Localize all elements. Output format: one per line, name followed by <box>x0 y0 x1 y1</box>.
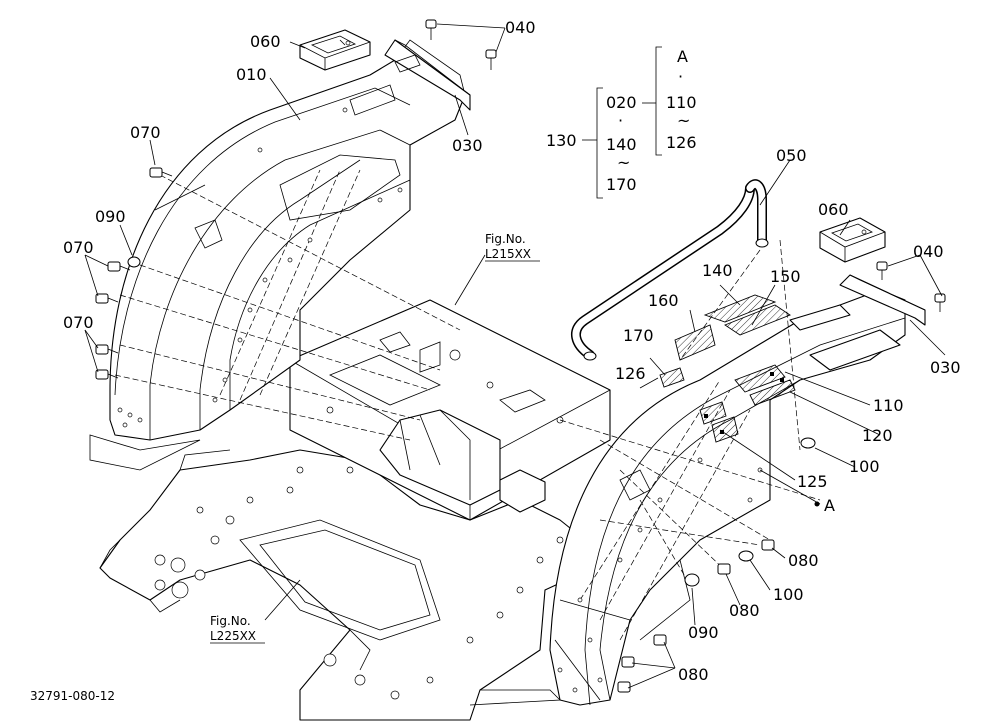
callout-120: 120 <box>862 426 893 445</box>
bolt-080-1 <box>761 539 775 551</box>
callout-070-top: 070 <box>130 123 161 142</box>
callout-070-bottom: 070 <box>63 313 94 332</box>
floor-holes <box>154 466 594 700</box>
set-left-item-3: 140 <box>606 135 637 154</box>
callout-labels: 060 010 040 030 070 090 070 070 Fig.No. … <box>30 18 961 703</box>
bolt-070-1 <box>149 167 173 178</box>
right-cover-panels <box>789 217 926 371</box>
bolts <box>95 19 946 693</box>
callout-160: 160 <box>648 291 679 310</box>
callout-080-1: 080 <box>788 551 819 570</box>
fig-ref-l215-line1: Fig.No. <box>485 232 526 246</box>
bolt-040-left-2 <box>485 49 497 70</box>
fig-ref-l225-line2: L225XX <box>210 629 256 643</box>
set-left-item-5: 170 <box>606 175 637 194</box>
fig-ref-l225-line1: Fig.No. <box>210 614 251 628</box>
set-legend: 130 020 · 140 ~ 170 A · 110 ~ 126 <box>546 46 697 199</box>
callout-030-right: 030 <box>930 358 961 377</box>
bolt-040-right-1 <box>876 261 888 280</box>
leader-lines <box>84 23 946 689</box>
right-fender-holes <box>557 457 763 693</box>
right-assembly-lines <box>559 239 821 586</box>
set-left-item-2: · <box>618 111 623 130</box>
set-right-item-2: · <box>678 67 683 86</box>
bolt-080-5 <box>617 681 631 693</box>
callout-040-left: 040 <box>505 18 536 37</box>
callout-110: 110 <box>873 396 904 415</box>
bolt-070-3 <box>95 293 119 304</box>
bolt-070-4 <box>95 344 119 355</box>
floor-plate <box>99 449 611 721</box>
callout-126: 126 <box>615 364 646 383</box>
callout-030-left: 030 <box>452 136 483 155</box>
handrail-050 <box>571 179 769 361</box>
callout-010: 010 <box>236 65 267 84</box>
left-assembly-lines <box>89 174 461 471</box>
callout-090-right: 090 <box>688 623 719 642</box>
bolt-040-right-2 <box>934 293 946 312</box>
left-fender <box>109 39 466 441</box>
callout-090-left: 090 <box>95 207 126 226</box>
callout-140: 140 <box>702 261 733 280</box>
bolt-070-5 <box>95 369 119 380</box>
bolt-040-left-1 <box>425 19 437 40</box>
set-right-item-5: 126 <box>666 133 697 152</box>
left-cover-bracket-030 <box>384 39 471 111</box>
washer-090-left <box>127 256 141 268</box>
center-deck <box>289 299 611 521</box>
fig-ref-l215-line2: L215XX <box>485 247 531 261</box>
set-right-item-4: ~ <box>677 111 690 130</box>
set-left-item-4: ~ <box>617 153 630 172</box>
washer-100-right <box>738 550 754 562</box>
callout-150: 150 <box>770 267 801 286</box>
drawing-number: 32791-080-12 <box>30 689 115 703</box>
set-right-item-1: A <box>677 47 688 66</box>
callout-080-3: 080 <box>678 665 709 684</box>
bolt-080-4 <box>621 656 635 668</box>
callout-100-top: 100 <box>849 457 880 476</box>
callout-060-right: 060 <box>818 200 849 219</box>
decals <box>659 294 796 443</box>
left-fender-holes <box>117 107 403 428</box>
callout-080-2: 080 <box>729 601 760 620</box>
callout-060-left: 060 <box>250 32 281 51</box>
callout-040-right: 040 <box>913 242 944 261</box>
bolt-080-2 <box>717 563 731 575</box>
callout-100-bottom: 100 <box>773 585 804 604</box>
callout-070-mid: 070 <box>63 238 94 257</box>
left-cover-060 <box>299 29 371 71</box>
bolt-070-2 <box>107 261 131 272</box>
washer-100-right-top <box>800 437 816 449</box>
callout-050: 050 <box>776 146 807 165</box>
callout-125: 125 <box>797 472 828 491</box>
bolt-080-3 <box>653 634 667 646</box>
set-right-item-3: 110 <box>666 93 697 112</box>
set-number-130: 130 <box>546 131 577 150</box>
set-left-item-1: 020 <box>606 93 637 112</box>
callout-170: 170 <box>623 326 654 345</box>
washer-090-right <box>684 573 700 587</box>
callout-A: A <box>824 496 835 515</box>
